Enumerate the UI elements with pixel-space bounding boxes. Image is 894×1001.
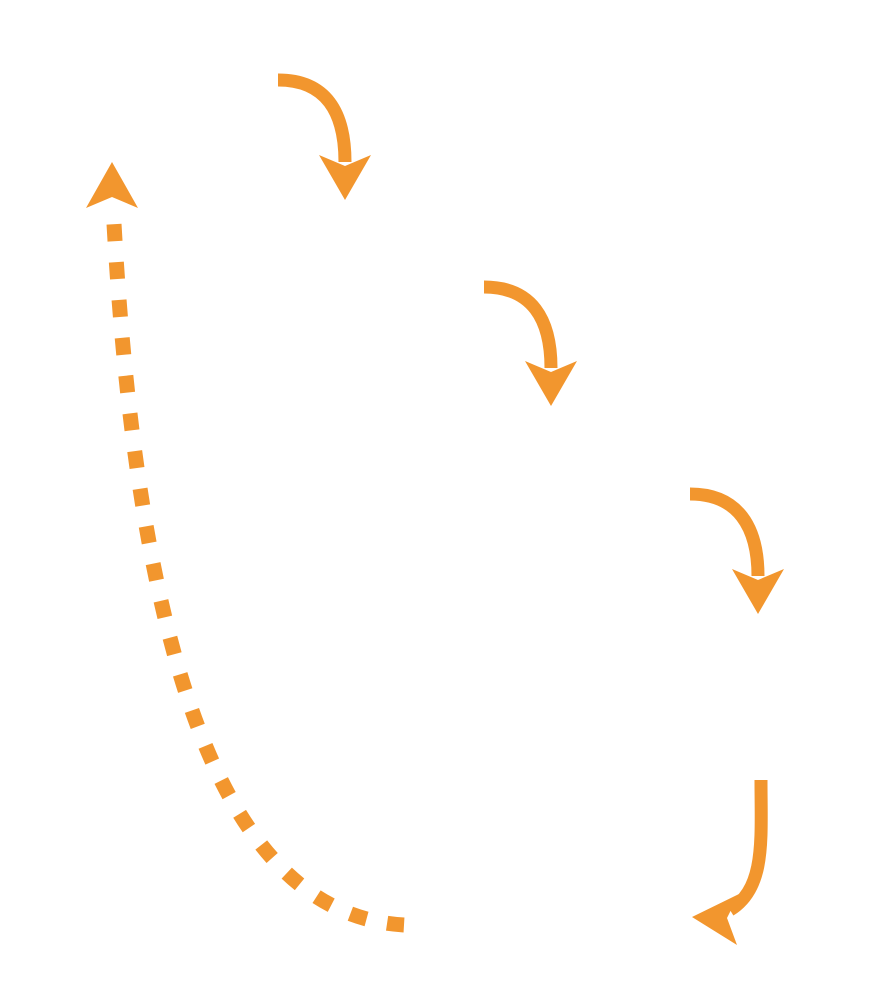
node-inventory-access[interactable]: Inventory & Access (0, 0, 276, 157)
node-report-label: Report (491, 903, 609, 945)
node-report[interactable]: Report (412, 845, 688, 1001)
node-deploy-label: Deploy (699, 677, 821, 719)
connector-deploy-to-report (692, 779, 768, 945)
node-test-label: Test (307, 263, 380, 305)
node-target[interactable]: Target (412, 412, 688, 570)
node-inventory-access-label: Inventory & Access (37, 34, 239, 122)
connector-target-to-deploy (689, 487, 784, 614)
node-deploy[interactable]: Deploy (620, 620, 894, 778)
connector-inventory-to-test (277, 73, 371, 200)
node-target-label: Target (495, 469, 605, 511)
connector-test-to-target (483, 280, 577, 406)
node-test[interactable]: Test (206, 205, 481, 365)
